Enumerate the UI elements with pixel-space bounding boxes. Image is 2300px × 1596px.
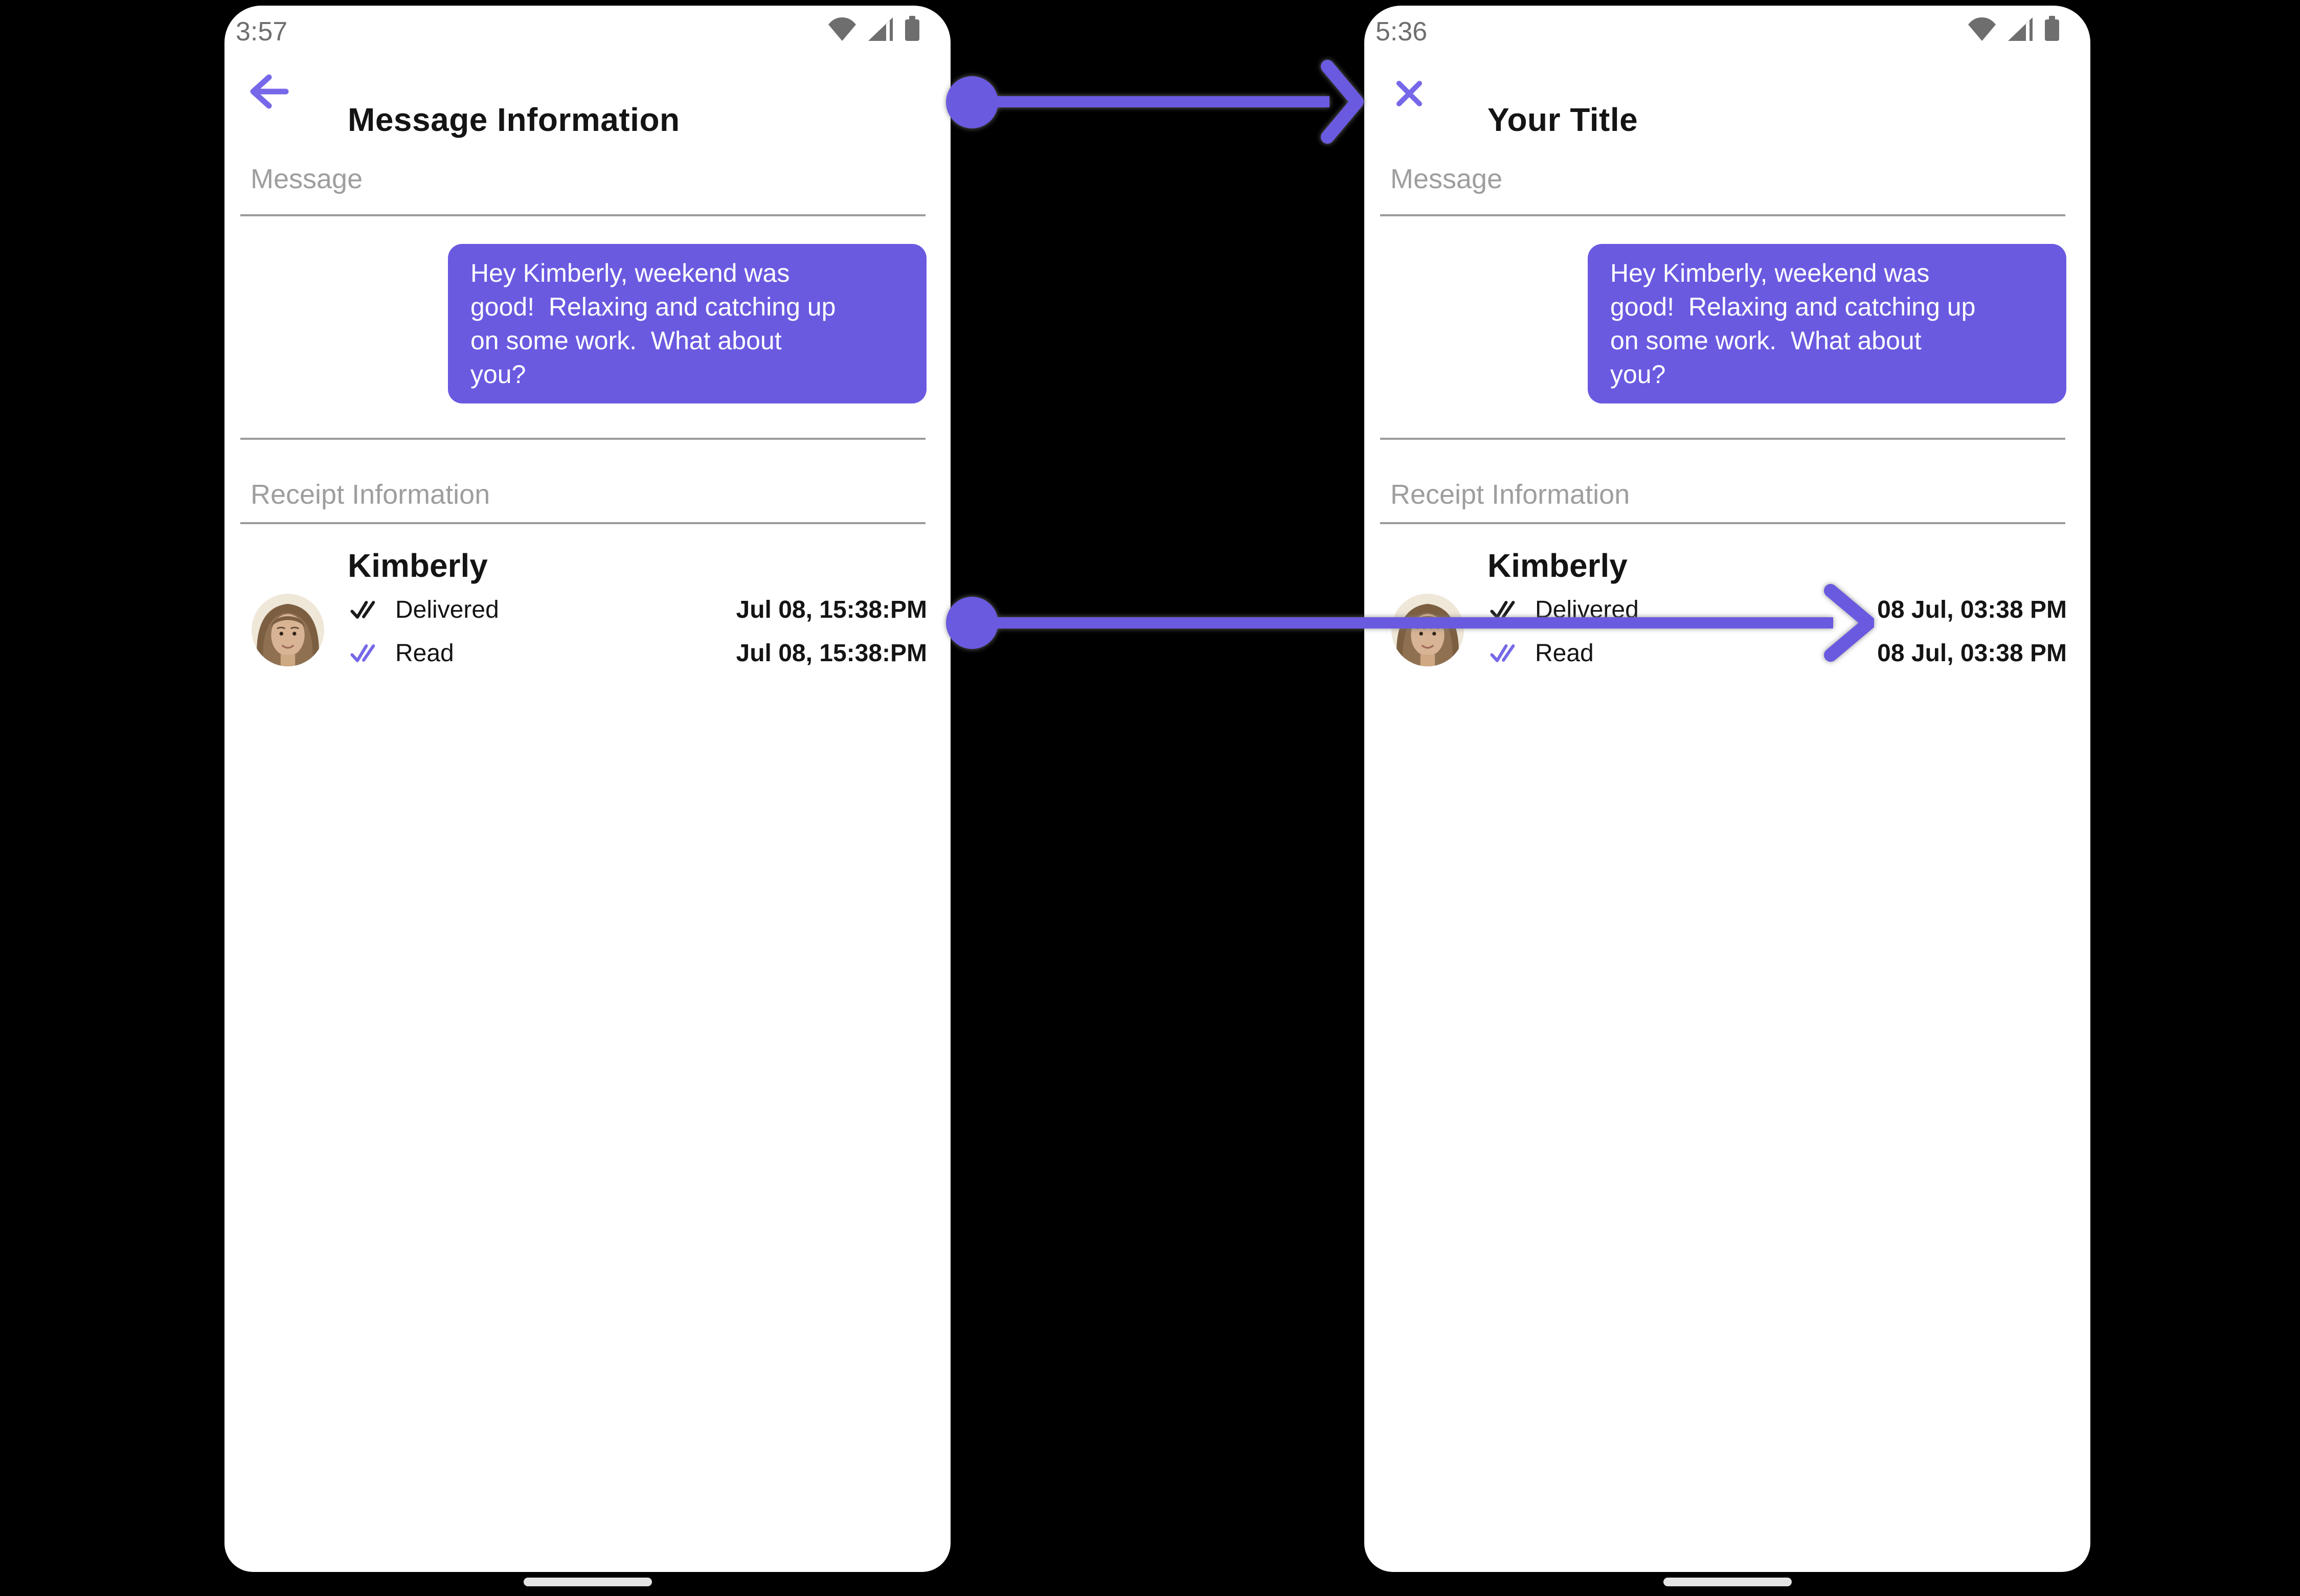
receipt-row-delivered: Delivered 08 Jul, 03:38 PM [1490, 594, 2067, 625]
double-check-icon [1490, 642, 1518, 664]
receipt-row-read: Read 08 Jul, 03:38 PM [1490, 637, 2067, 669]
status-icons [1968, 16, 2060, 41]
message-section-label: Message [1390, 164, 1503, 194]
divider [1380, 522, 2065, 524]
status-icons [828, 16, 920, 41]
status-timestamp: 08 Jul, 03:38 PM [1877, 639, 2067, 667]
status-timestamp: Jul 08, 15:38:PM [736, 639, 928, 667]
message-section-label: Message [251, 164, 363, 194]
back-arrow-icon[interactable] [250, 74, 289, 109]
divider [1380, 214, 2065, 216]
status-timestamp: 08 Jul, 03:38 PM [1877, 596, 2067, 623]
page-title: Your Title [1487, 101, 1638, 138]
left-phone-screen: 3:57 Message Information Message Hey Kim… [224, 6, 951, 1572]
wifi-icon [1968, 17, 1996, 41]
status-time: 5:36 [1376, 17, 1428, 47]
right-phone-screen: 5:36 Your Title Message Hey Kimberly, we… [1364, 6, 2090, 1572]
double-check-icon [350, 599, 378, 620]
divider [1380, 438, 2065, 440]
home-indicator[interactable] [524, 1578, 652, 1586]
status-timestamp: Jul 08, 15:38:PM [736, 596, 928, 623]
wifi-icon [828, 17, 856, 41]
cellular-signal-icon [868, 17, 893, 41]
close-icon[interactable] [1395, 80, 1424, 107]
battery-icon [905, 16, 920, 41]
divider [240, 214, 926, 216]
message-bubble: Hey Kimberly, weekend was good! Relaxing… [448, 244, 927, 403]
message-bubble: Hey Kimberly, weekend was good! Relaxing… [1588, 244, 2066, 403]
status-label: Delivered [395, 596, 499, 623]
receipt-section-label: Receipt Information [251, 479, 490, 510]
status-label: Read [1535, 639, 1594, 667]
divider [240, 522, 926, 524]
contact-name: Kimberly [1487, 547, 1628, 584]
battery-icon [2044, 16, 2060, 41]
contact-name: Kimberly [348, 547, 488, 584]
divider [240, 438, 926, 440]
timestamp-format-arrow-icon [946, 584, 1874, 662]
page-title: Message Information [348, 101, 680, 138]
receipt-section-label: Receipt Information [1390, 479, 1630, 510]
home-indicator[interactable] [1663, 1578, 1792, 1586]
receipt-row-read: Read Jul 08, 15:38:PM [350, 637, 927, 669]
status-label: Read [395, 639, 454, 667]
header-change-arrow-icon [946, 60, 1364, 144]
cellular-signal-icon [2008, 17, 2033, 41]
double-check-icon [350, 642, 378, 664]
receipt-row-delivered: Delivered Jul 08, 15:38:PM [350, 594, 927, 625]
avatar [252, 594, 324, 666]
double-check-icon [1490, 599, 1518, 620]
status-time: 3:57 [236, 17, 288, 47]
